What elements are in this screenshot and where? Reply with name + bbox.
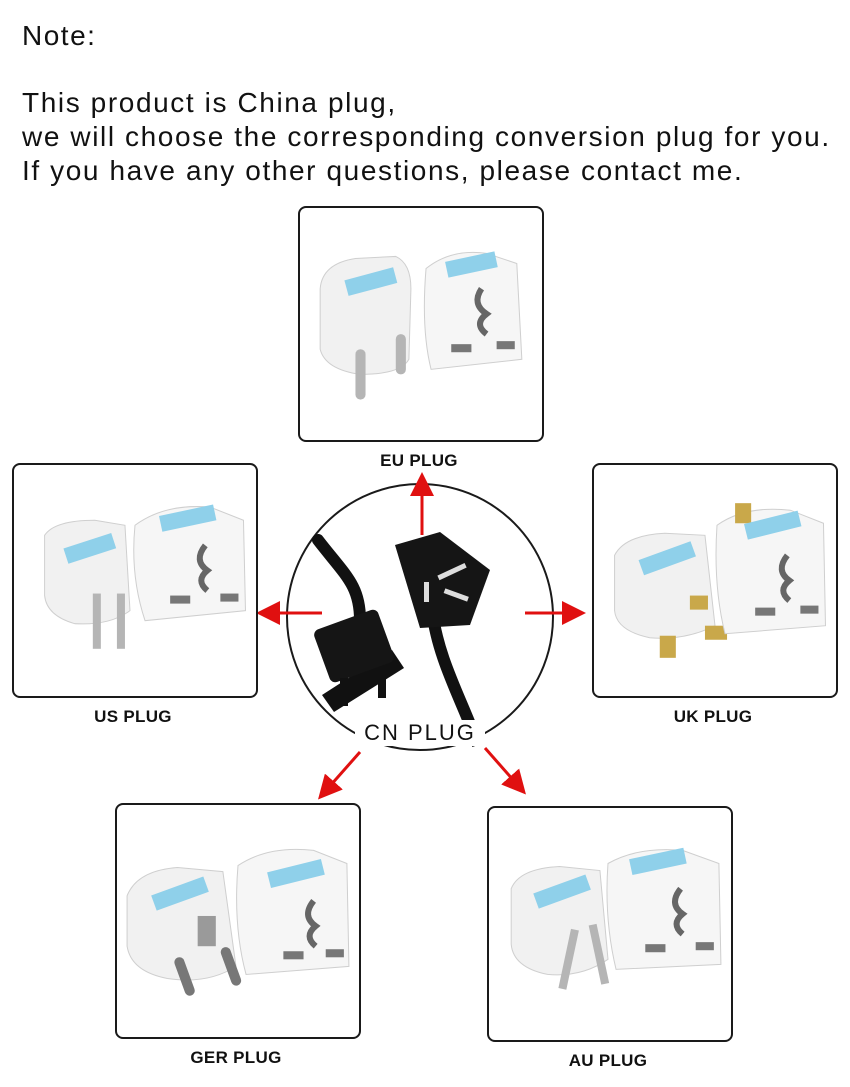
uk-plug-image: [592, 463, 838, 698]
au-plug-image: [487, 806, 733, 1042]
au-plug-label: AU PLUG: [568, 1051, 648, 1070]
uk-plug-label: UK PLUG: [673, 707, 753, 726]
ger-plug-image: [115, 803, 361, 1039]
us-plug-image: [12, 463, 258, 698]
note-text: This product is China plug, we will choo…: [22, 86, 831, 188]
note-title: Note:: [22, 20, 97, 51]
eu-plug-label: EU PLUG: [380, 451, 458, 470]
cn-two-pin-plug: [322, 650, 404, 712]
note-line: This product is China plug,: [22, 87, 397, 118]
ger-plug-label: GER PLUG: [190, 1048, 282, 1067]
arrow-to-au: [483, 747, 526, 795]
arrow-to-ger: [318, 751, 362, 800]
cn-plug-cord-left: [312, 534, 366, 626]
note-line: we will choose the corresponding convers…: [22, 121, 831, 152]
note-line: If you have any other questions, please …: [22, 155, 744, 186]
cn-plug-label: CN PLUG: [355, 720, 485, 746]
cn-three-pin-plug: [395, 532, 490, 628]
cn-plug-circle: [286, 483, 554, 751]
eu-plug-image: [298, 206, 544, 442]
us-plug-label: US PLUG: [94, 707, 172, 726]
